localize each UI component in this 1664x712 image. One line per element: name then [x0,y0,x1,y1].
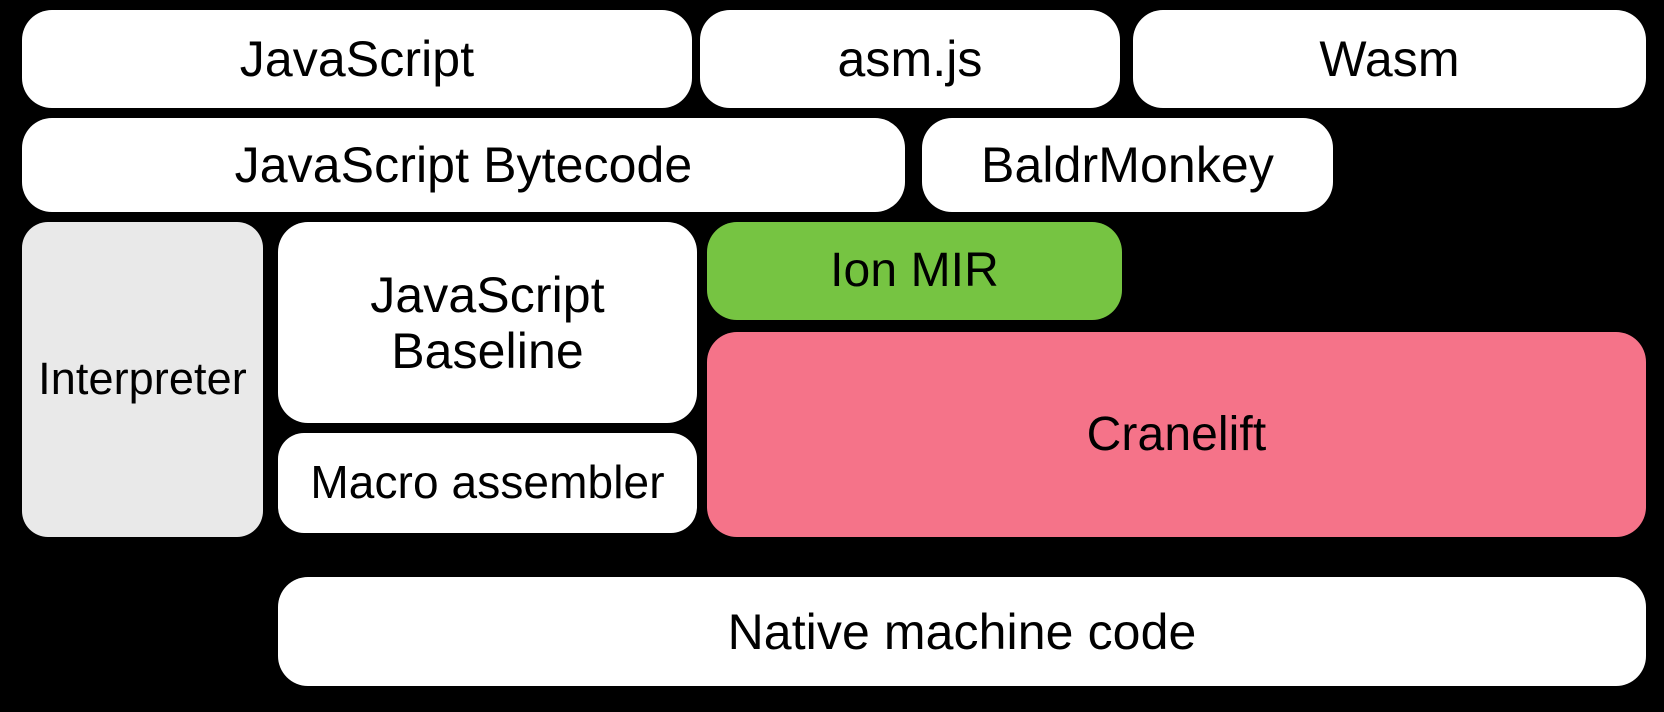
node-native-machine-code[interactable]: Native machine code [278,577,1646,686]
node-javascript[interactable]: JavaScript [22,10,692,108]
node-javascript-baseline[interactable]: JavaScript Baseline [278,222,697,423]
node-interpreter[interactable]: Interpreter [22,222,263,537]
node-ion-mir[interactable]: Ion MIR [707,222,1122,320]
node-macro-assembler[interactable]: Macro assembler [278,433,697,533]
node-wasm[interactable]: Wasm [1133,10,1646,108]
node-baldrmonkey[interactable]: BaldrMonkey [922,118,1333,212]
node-cranelift[interactable]: Cranelift [707,332,1646,537]
node-javascript-bytecode[interactable]: JavaScript Bytecode [22,118,905,212]
node-asm-js[interactable]: asm.js [700,10,1120,108]
